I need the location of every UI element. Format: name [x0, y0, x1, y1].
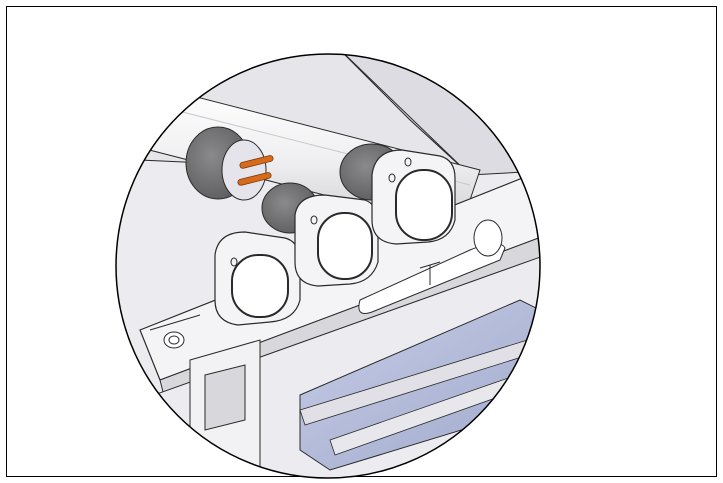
contact-pins-icon [237, 155, 274, 186]
lamp-holder-left [214, 231, 301, 326]
lamp-holder-right [371, 149, 456, 245]
detail-circle-outline [115, 53, 541, 479]
detail-view [116, 54, 540, 478]
tube-end-cap [185, 126, 274, 201]
lamp-holder-middle [294, 194, 379, 287]
